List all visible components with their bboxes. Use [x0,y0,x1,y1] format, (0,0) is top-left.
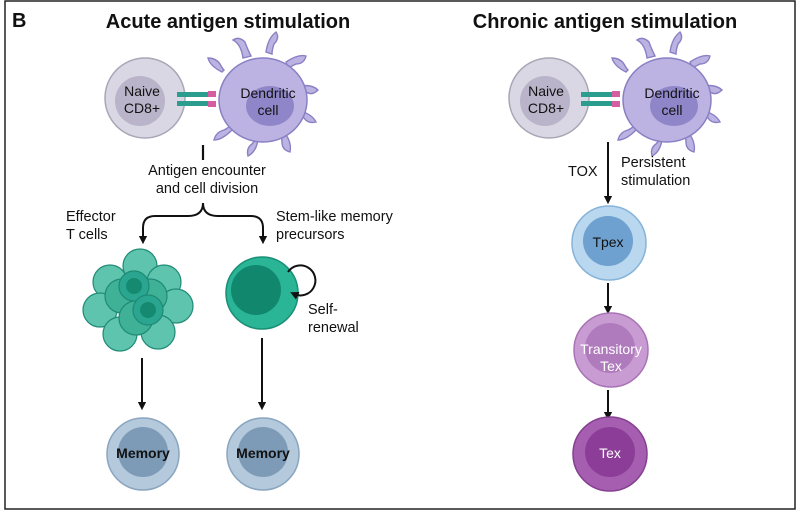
chronic-dendritic-cell: Dendritic cell [611,30,723,158]
acute-encounter-label-1: Antigen encounter [148,163,266,179]
acute-naive-label-1: Naive [124,83,160,99]
acute-encounter-label-2: and cell division [156,181,258,197]
self-renewal-label-2: renewal [308,320,359,336]
acute-effector-cell-cluster [82,248,194,352]
chronic-tcr-mhc-synapse [581,91,620,107]
chronic-dc-label-1: Dendritic [644,85,699,101]
acute-memory-cell-left: Memory [106,417,180,491]
acute-branch-arrow-effector [138,202,204,245]
acute-memory-cell-right: Memory [226,417,300,491]
persistent-label-2: stimulation [621,173,690,189]
acute-dc-label-2: cell [257,102,278,118]
acute-effector-label-1: Effector [66,209,116,225]
chronic-dc-label-2: cell [661,102,682,118]
acute-memory-label-left: Memory [116,445,170,461]
acute-title: Acute antigen stimulation [106,11,350,33]
tex-cell: Tex [572,416,648,492]
acute-dendritic-cell: Dendritic cell [207,30,319,158]
persistent-label-1: Persistent [621,155,685,171]
transitory-label-2: Tex [600,358,622,374]
chronic-naive-label-1: Naive [528,83,564,99]
figure-border [4,0,796,510]
tex-label: Tex [599,445,621,461]
chronic-title: Chronic antigen stimulation [473,11,737,33]
tpex-label: Tpex [592,234,623,250]
acute-naive-cd8-cell: Naive CD8+ [104,57,186,139]
acute-effector-label-2: T cells [66,227,108,243]
acute-tcr-mhc-synapse [177,91,216,107]
acute-branch-arrow-stem [202,202,268,245]
acute-stem-label-2: precursors [276,227,345,243]
chronic-naive-cd8-cell: Naive CD8+ [508,57,590,139]
tpex-cell: Tpex [571,205,647,281]
panel-letter: B [12,10,26,32]
acute-stem-label-1: Stem-like memory [276,209,394,225]
acute-naive-label-2: CD8+ [124,100,160,116]
self-renewal-label-1: Self- [308,302,338,318]
acute-stem-like-memory-cell [225,256,299,330]
tox-label: TOX [568,164,598,180]
acute-dc-label-1: Dendritic [240,85,295,101]
transitory-label-1: Transitory [580,341,642,357]
acute-memory-label-right: Memory [236,445,290,461]
transitory-tex-cell: Transitory Tex [573,312,649,388]
self-renewal-arrow [287,264,317,300]
chronic-naive-label-2: CD8+ [528,100,564,116]
